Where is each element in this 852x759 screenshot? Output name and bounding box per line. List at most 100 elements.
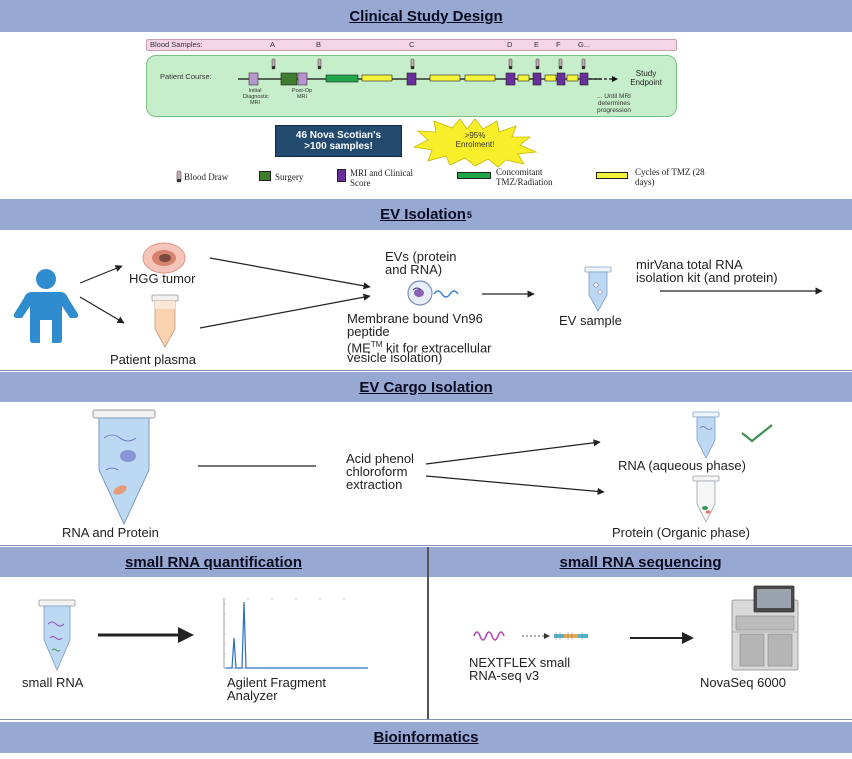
nova-scotia-badge: 46 Nova Scotian's >100 samples! [275, 125, 402, 157]
agilent-label-line: Agilent Fragment [227, 675, 326, 690]
section-header-clinical: Clinical Study Design [0, 0, 852, 32]
novaseq-instrument-icon [731, 585, 799, 671]
protein-tube-icon [692, 475, 720, 523]
section-superscript: 5 [466, 209, 472, 220]
timepoint-label: C [409, 40, 415, 49]
mirvana-label-line: isolation kit (and protein) [636, 270, 778, 285]
tmz-cycle-block [544, 74, 557, 82]
legend-surgery: Surgery [275, 172, 304, 182]
rna-tube-icon [692, 411, 720, 459]
timepoint-label: E [534, 40, 540, 49]
arrow [79, 265, 123, 284]
mri-score-block [505, 72, 516, 86]
acid-label-line: chloroform [346, 464, 408, 479]
timepoint-label: G... [578, 40, 591, 49]
blood-draw-icon [176, 170, 182, 183]
section-title: Clinical Study Design [349, 7, 503, 25]
rna-aqueous-label: RNA (aqueous phase) [618, 458, 746, 473]
section-title: small RNA quantification [125, 553, 302, 571]
section-header-quant: small RNA quantification [0, 547, 427, 577]
enrolment-starburst [412, 118, 538, 168]
evs-label-line: EVs (protein [385, 249, 457, 264]
arrow [79, 296, 125, 324]
timepoint-label: F [556, 40, 561, 49]
ev-isolation-arrows [79, 257, 823, 329]
initial-mri-label: Initial Diagnostic MRI [243, 88, 269, 106]
legend-concomitant-swatch [457, 172, 491, 179]
novaseq-label: NovaSeq 6000 [700, 675, 787, 690]
surgery-block [280, 72, 298, 86]
blood-samples-bar [146, 39, 677, 51]
section-header-seq: small RNA sequencing [429, 547, 852, 577]
ev-sample-tube-icon [584, 266, 612, 312]
section-header-bioinformatics: Bioinformatics [0, 722, 852, 753]
badge-text: >100 samples! [304, 141, 373, 152]
acid-label-line: Acid phenol [346, 451, 414, 466]
plasma-label: Patient plasma [110, 352, 196, 367]
legend-concomitant: Concomitant TMZ/Radiation [496, 167, 553, 187]
agilent-label-line: Analyzer [227, 688, 278, 703]
mri-score-block [406, 72, 417, 86]
badge-text: >95% [464, 131, 486, 140]
section-title: Bioinformatics [373, 729, 479, 746]
electropherogram-chart [223, 598, 368, 669]
until-mri-label: ... Until MRI determines progression [597, 93, 631, 114]
section-title: small RNA sequencing [559, 553, 722, 571]
mri-score-block [579, 72, 589, 86]
timeline-arrowhead [612, 76, 618, 82]
acid-label-line: extraction [346, 477, 403, 492]
rna-protein-label: RNA and Protein [62, 525, 159, 540]
legend-blood-draw: Blood Draw [184, 172, 229, 182]
legend-mri-swatch [337, 169, 346, 182]
divider [0, 370, 852, 371]
cargo-arrows [198, 439, 605, 496]
timepoint-label: D [507, 40, 513, 49]
seq-arrow [630, 632, 694, 644]
library-prep-icon [473, 631, 588, 641]
quant-arrow [98, 627, 194, 643]
arrow [199, 293, 371, 329]
divider [0, 719, 852, 720]
legend-surgery-swatch [259, 171, 271, 181]
vertical-divider [427, 547, 429, 719]
study-endpoint-label: Study Endpoint [630, 69, 662, 87]
section-title: EV Cargo Isolation [359, 378, 493, 396]
hgg-tumor-icon [142, 242, 186, 274]
arrow [425, 439, 601, 465]
arrow [209, 257, 371, 290]
mri-score-block [556, 72, 566, 86]
divider [0, 545, 852, 546]
initial-mri-block [248, 72, 259, 86]
badge-text: 46 Nova Scotian's [295, 130, 382, 141]
ev-sample-label: EV sample [559, 313, 622, 328]
blood-samples-label: Blood Samples: [150, 40, 203, 49]
legend-tmz-swatch [596, 172, 628, 179]
mri-score-block [532, 72, 542, 86]
timepoint-label: B [316, 40, 322, 49]
membrane-label-line: Membrane bound Vn96 [347, 311, 483, 326]
timepoint-label: A [270, 40, 276, 49]
hgg-tumor-label: HGG tumor [129, 271, 196, 286]
small-rna-tube-icon [38, 599, 76, 672]
rna-protein-tube-icon [92, 409, 156, 526]
postop-mri-block [297, 72, 308, 86]
small-rna-label: small RNA [22, 675, 84, 690]
nextflex-label-line: NEXTFLEX small [469, 655, 571, 670]
postop-mri-label: Post-Op MRI [291, 88, 313, 100]
section-title: EV Isolation [380, 206, 466, 223]
legend-cycles: Cycles of TMZ (28 days) [635, 167, 705, 187]
section-header-cargo: EV Cargo Isolation [0, 372, 852, 402]
tmz-cycle-block [361, 74, 393, 82]
evs-label-line: and RNA) [385, 262, 443, 277]
checkmark-icon [741, 424, 773, 443]
badge-text: Enrolment! [455, 140, 495, 149]
arrow [425, 475, 605, 496]
tmz-cycle-block [429, 74, 461, 82]
patient-course-label: Patient Course: [160, 72, 212, 81]
legend-mri: MRI and Clinical Score [350, 168, 413, 188]
protein-organic-label: Protein (Organic phase) [612, 525, 751, 540]
nextflex-label-line: RNA-seq v3 [469, 668, 540, 683]
blood-draw-tips [272, 66, 585, 69]
membrane-label-line: (METM kit for extracellular [347, 340, 492, 356]
